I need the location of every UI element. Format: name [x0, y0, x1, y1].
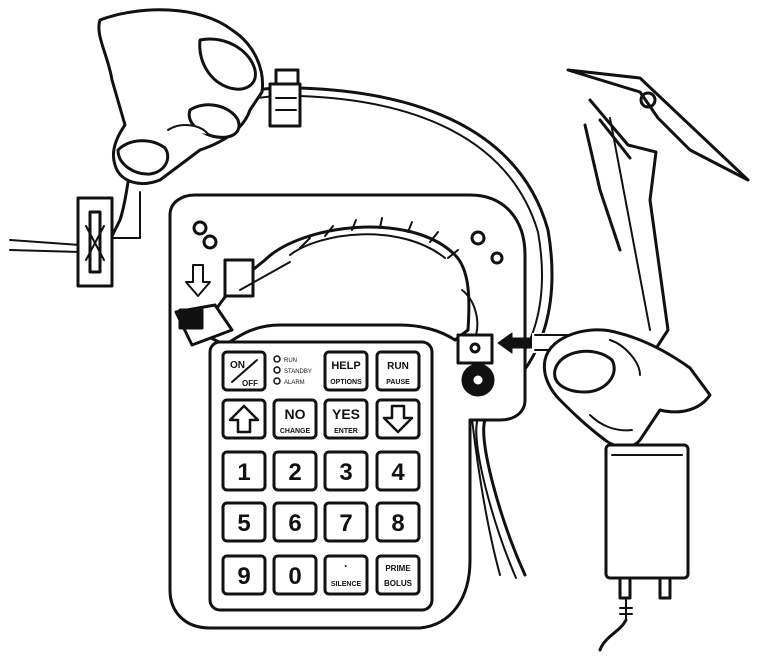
digit-button-2[interactable]: 2	[272, 450, 318, 492]
digit-button-6[interactable]: 6	[272, 501, 318, 543]
svg-text:RUN: RUN	[284, 358, 297, 364]
svg-text:3: 3	[339, 459, 352, 486]
svg-text:ON: ON	[230, 360, 245, 371]
down-arrow-icon	[185, 264, 211, 297]
yes-enter-button[interactable]: YES ENTER	[323, 398, 369, 440]
status-indicators: RUN STANDBY ALARM	[273, 355, 312, 386]
svg-text:SILENCE: SILENCE	[331, 581, 362, 588]
svg-text:HELP: HELP	[331, 360, 360, 372]
digit-button-9[interactable]: 9	[221, 554, 267, 596]
svg-text:OPTIONS: OPTIONS	[330, 379, 362, 386]
svg-text:PRIME: PRIME	[385, 564, 411, 573]
digit-button-1[interactable]: 1	[221, 450, 267, 492]
digit-button-7[interactable]: 7	[323, 501, 369, 543]
svg-text:9: 9	[237, 563, 250, 590]
on-off-button[interactable]: ON OFF	[221, 350, 267, 392]
fluid-bag	[598, 443, 690, 652]
run-pause-button[interactable]: RUN PAUSE	[375, 350, 421, 392]
svg-text:OFF: OFF	[242, 379, 258, 388]
digit-button-0[interactable]: 0	[272, 554, 318, 596]
svg-text:5: 5	[237, 510, 250, 537]
svg-text:6: 6	[288, 510, 301, 537]
svg-text:RUN: RUN	[387, 361, 409, 372]
digit-button-4[interactable]: 4	[375, 450, 421, 492]
svg-text:2: 2	[288, 459, 301, 486]
svg-text:YES: YES	[332, 406, 360, 422]
prime-bolus-button[interactable]: PRIME BOLUS	[375, 554, 421, 596]
up-arrow-icon	[228, 404, 260, 434]
silence-button[interactable]: · SILENCE	[323, 554, 369, 596]
svg-text:4: 4	[391, 459, 405, 486]
digit-button-5[interactable]: 5	[221, 501, 267, 543]
svg-text:7: 7	[339, 510, 352, 537]
svg-text:CHANGE: CHANGE	[280, 428, 311, 435]
svg-text:BOLUS: BOLUS	[384, 579, 413, 588]
hand-top	[97, 8, 265, 185]
svg-text:0: 0	[288, 563, 301, 590]
digit-button-3[interactable]: 3	[323, 450, 369, 492]
up-arrow-button[interactable]	[221, 398, 267, 440]
roller-clamp	[566, 68, 750, 352]
svg-text:8: 8	[391, 510, 404, 537]
svg-text:1: 1	[237, 459, 250, 486]
svg-text:·: ·	[344, 559, 348, 573]
down-arrow-icon	[382, 404, 414, 434]
hand-right	[542, 328, 712, 449]
digit-button-8[interactable]: 8	[375, 501, 421, 543]
help-options-button[interactable]: HELP OPTIONS	[323, 350, 369, 392]
svg-text:NO: NO	[285, 406, 306, 422]
svg-text:STANDBY: STANDBY	[284, 369, 312, 375]
drip-chamber	[76, 191, 141, 288]
svg-text:ENTER: ENTER	[334, 428, 358, 435]
svg-text:PAUSE: PAUSE	[386, 379, 410, 386]
svg-text:ALARM: ALARM	[284, 380, 305, 386]
tube-clip	[268, 68, 302, 128]
no-change-button[interactable]: NO CHANGE	[272, 398, 318, 440]
down-arrow-button[interactable]	[375, 398, 421, 440]
